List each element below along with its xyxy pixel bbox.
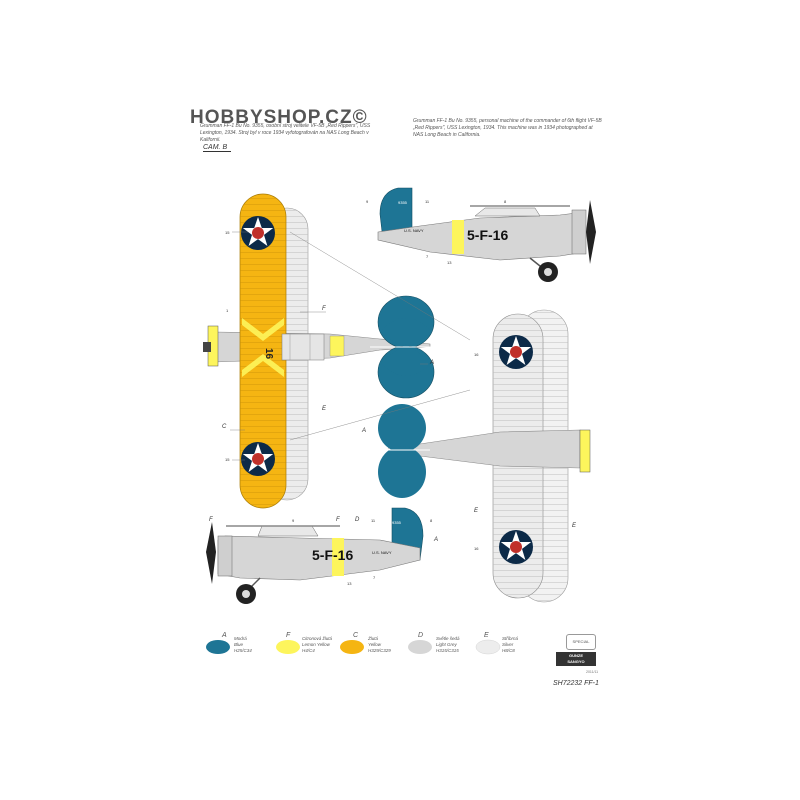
print-date: 2011/11 <box>586 670 599 674</box>
swatch-letter: C <box>353 632 359 639</box>
bu-no-upper: 9355 <box>398 200 408 205</box>
callout-top-plan: 15 <box>225 230 230 235</box>
swatch-letter: E <box>484 632 489 639</box>
callout-lower-side: 13 <box>347 581 352 586</box>
color-swatches <box>206 639 501 655</box>
callout-upper-side: 8 <box>504 199 507 204</box>
fuselage-code-lower: 5-F-16 <box>312 547 353 563</box>
bottom-plan-view <box>378 309 591 603</box>
special-hobby-logo: SPECIAL HOBBY <box>566 634 596 658</box>
callout-upper-side: 11 <box>425 199 430 204</box>
callout-lower-side: 8 <box>430 518 433 523</box>
callout-bottom-plan: A <box>362 428 367 434</box>
callout-lower-side: F <box>209 517 213 523</box>
callout-lower-side: 9 <box>292 518 295 523</box>
navy-marking-upper: U.S. NAVY <box>404 228 424 233</box>
camouflage-label: CAM. B <box>203 144 232 152</box>
swatch-silver <box>475 639 501 655</box>
callout-lower-side: A <box>434 537 439 543</box>
callout-top-plan: 15 <box>225 457 230 462</box>
callout-top-plan: 1 <box>226 308 229 313</box>
callout-lower-side: 7 <box>373 575 376 580</box>
callout-lower-side: F <box>336 517 340 523</box>
swatch-letter: A <box>222 632 227 639</box>
navy-marking-lower: U.S. NAVY <box>372 550 392 555</box>
callout-upper-side: 9 <box>366 199 369 204</box>
callout-bottom-plan: 16 <box>474 352 479 357</box>
watermark: HOBBYSHOP.CZ© <box>190 107 368 128</box>
callout-top-plan: F <box>322 306 326 312</box>
swatch-yellow <box>340 640 364 654</box>
callout-bottom-plan: 16 <box>474 546 479 551</box>
callout-lower-side: D <box>355 517 360 523</box>
upper-side-view: 5-F-16 U.S. NAVY 9355 <box>377 187 596 282</box>
swatch-light-grey <box>408 640 432 654</box>
leader-lines <box>230 231 471 461</box>
swatch-blue <box>206 640 230 654</box>
callout-top-plan: C <box>222 424 227 430</box>
callout-bottom-plan: E <box>474 508 479 514</box>
swatch-lemon-yellow <box>276 640 300 654</box>
upper-wing-code: 16 <box>263 348 274 360</box>
swatch-letter: D <box>418 632 424 639</box>
lower-side-view: 5-F-16 U.S. NAVY 9355 <box>206 507 424 604</box>
swatch-letter: F <box>286 632 291 639</box>
callout-upper-side: 13 <box>447 260 452 265</box>
fuselage-code-upper: 5-F-16 <box>467 227 508 243</box>
top-plan-view: 16 <box>203 193 440 509</box>
callout-upper-side: 7 <box>426 254 429 259</box>
description-english: Grumman FF-1 Bu No. 9355, personal machi… <box>413 118 602 138</box>
product-code: SH72232 FF-1 <box>553 680 599 687</box>
callout-top-plan: A <box>430 360 435 366</box>
callout-top-plan: E <box>322 406 327 412</box>
callout-bottom-plan: E <box>572 523 577 529</box>
description-czech: Grumman FF-1 Bu No. 9355, osobní stroj v… <box>200 123 371 143</box>
callout-lower-side: 11 <box>371 518 376 523</box>
bu-no-lower: 9355 <box>392 520 402 525</box>
